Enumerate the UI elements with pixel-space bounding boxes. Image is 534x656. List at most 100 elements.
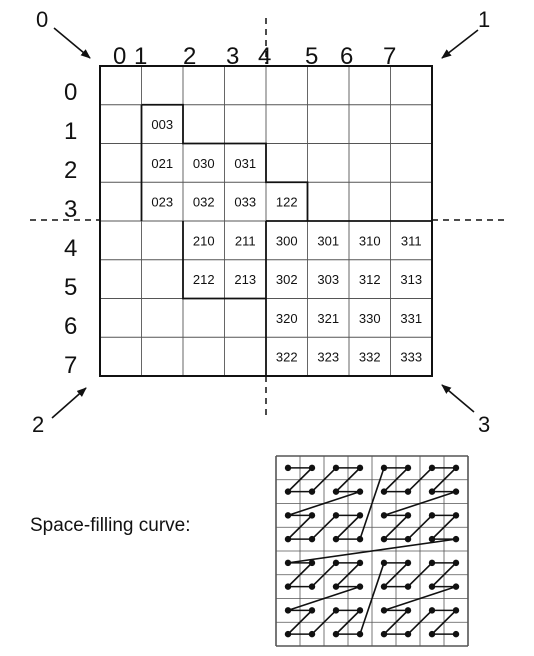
curve-point	[452, 488, 460, 495]
curve-point	[308, 607, 316, 614]
curve-point	[404, 630, 412, 638]
curve-point	[332, 488, 340, 495]
curve-point	[356, 583, 364, 590]
cell-code: 320	[276, 311, 298, 326]
curve-point	[428, 464, 436, 472]
cell-code: 322	[276, 350, 298, 365]
cell-code: 303	[317, 272, 339, 287]
curve-point	[380, 535, 388, 543]
curve-point	[284, 488, 292, 495]
curve-point	[284, 607, 292, 614]
cell-code: 211	[235, 233, 256, 248]
cell-code: 332	[359, 350, 381, 365]
curve-point	[452, 630, 460, 638]
row-label: 7	[64, 352, 77, 379]
curve-point	[308, 559, 316, 567]
curve-point	[452, 464, 460, 472]
column-label: 2	[183, 43, 196, 70]
row-label: 0	[64, 79, 77, 106]
curve-point	[380, 559, 388, 567]
curve-point	[332, 607, 340, 614]
curve-point	[356, 607, 364, 614]
curve-point	[452, 583, 460, 590]
cell-code: 122	[276, 195, 298, 210]
curve-point	[452, 512, 460, 519]
curve-point	[284, 535, 292, 543]
curve-point	[308, 630, 316, 638]
curve-point	[356, 535, 364, 543]
curve-point	[404, 464, 412, 472]
column-label: 6	[340, 43, 353, 70]
cell-code: 021	[151, 156, 173, 171]
code-region-outline	[182, 221, 266, 300]
cell-code: 331	[400, 311, 422, 326]
curve-point	[284, 464, 292, 472]
curve-point	[428, 583, 436, 590]
curve-caption: Space-filling curve:	[30, 515, 191, 536]
cell-code: 311	[401, 233, 422, 248]
curve-point	[428, 535, 436, 543]
curve-point	[380, 630, 388, 638]
column-label: 5	[305, 43, 318, 70]
cell-code: 330	[359, 311, 381, 326]
row-label: 6	[64, 313, 77, 340]
column-labels: 0 1 2 3 4 5 6 7	[113, 43, 396, 70]
curve-point	[308, 583, 316, 590]
space-filling-curve	[275, 455, 469, 647]
cell-code: 333	[400, 350, 422, 365]
cell-code: 313	[400, 272, 422, 287]
cell-code: 031	[234, 156, 256, 171]
cell-code: 323	[317, 350, 339, 365]
column-label: 3	[226, 43, 239, 70]
curve-point	[332, 464, 340, 472]
cell-code: 033	[234, 195, 256, 210]
cell-code: 321	[317, 311, 339, 326]
curve-point	[380, 512, 388, 519]
curve-point	[356, 512, 364, 519]
curve-point	[404, 535, 412, 543]
curve-point	[356, 488, 364, 495]
column-label: 0	[113, 43, 126, 70]
row-labels: 0 1 2 3 4 5 6 7	[64, 79, 77, 379]
curve-point	[356, 630, 364, 638]
column-label: 7	[383, 43, 396, 70]
curve-point	[332, 559, 340, 567]
row-label: 1	[64, 118, 77, 145]
curve-point	[428, 488, 436, 495]
quadrant-label-bottom-left: 2	[32, 412, 44, 437]
cell-code: 210	[193, 233, 215, 248]
curve-point	[380, 464, 388, 472]
arrow-bottom-right	[441, 384, 475, 413]
curve-point	[452, 559, 460, 567]
cell-code: 030	[193, 156, 215, 171]
arrow-bottom-left	[51, 387, 87, 419]
curve-point	[332, 535, 340, 543]
cell-code: 300	[276, 233, 298, 248]
cell-code: 312	[359, 272, 381, 287]
row-label: 4	[64, 235, 77, 262]
quadrant-label-bottom-right: 3	[478, 412, 490, 437]
curve-point	[428, 559, 436, 567]
curve-path	[286, 467, 458, 635]
cell-code: 213	[234, 272, 256, 287]
curve-point	[452, 535, 460, 543]
curve-point	[356, 559, 364, 567]
curve-point	[380, 607, 388, 614]
curve-point	[428, 630, 436, 638]
curve-point	[356, 464, 364, 472]
curve-point	[284, 583, 292, 590]
cell-code: 023	[151, 195, 173, 210]
cell-code: 301	[317, 233, 339, 248]
curve-point	[380, 583, 388, 590]
curve-point	[284, 559, 292, 567]
curve-point	[452, 607, 460, 614]
row-label: 3	[64, 196, 77, 223]
curve-point	[380, 488, 388, 495]
curve-point	[404, 512, 412, 519]
curve-point	[332, 630, 340, 638]
code-region-outline	[141, 103, 309, 221]
curve-point	[284, 630, 292, 638]
column-label: 4	[258, 43, 271, 70]
arrow-top-left	[53, 27, 91, 59]
row-label: 5	[64, 274, 77, 301]
